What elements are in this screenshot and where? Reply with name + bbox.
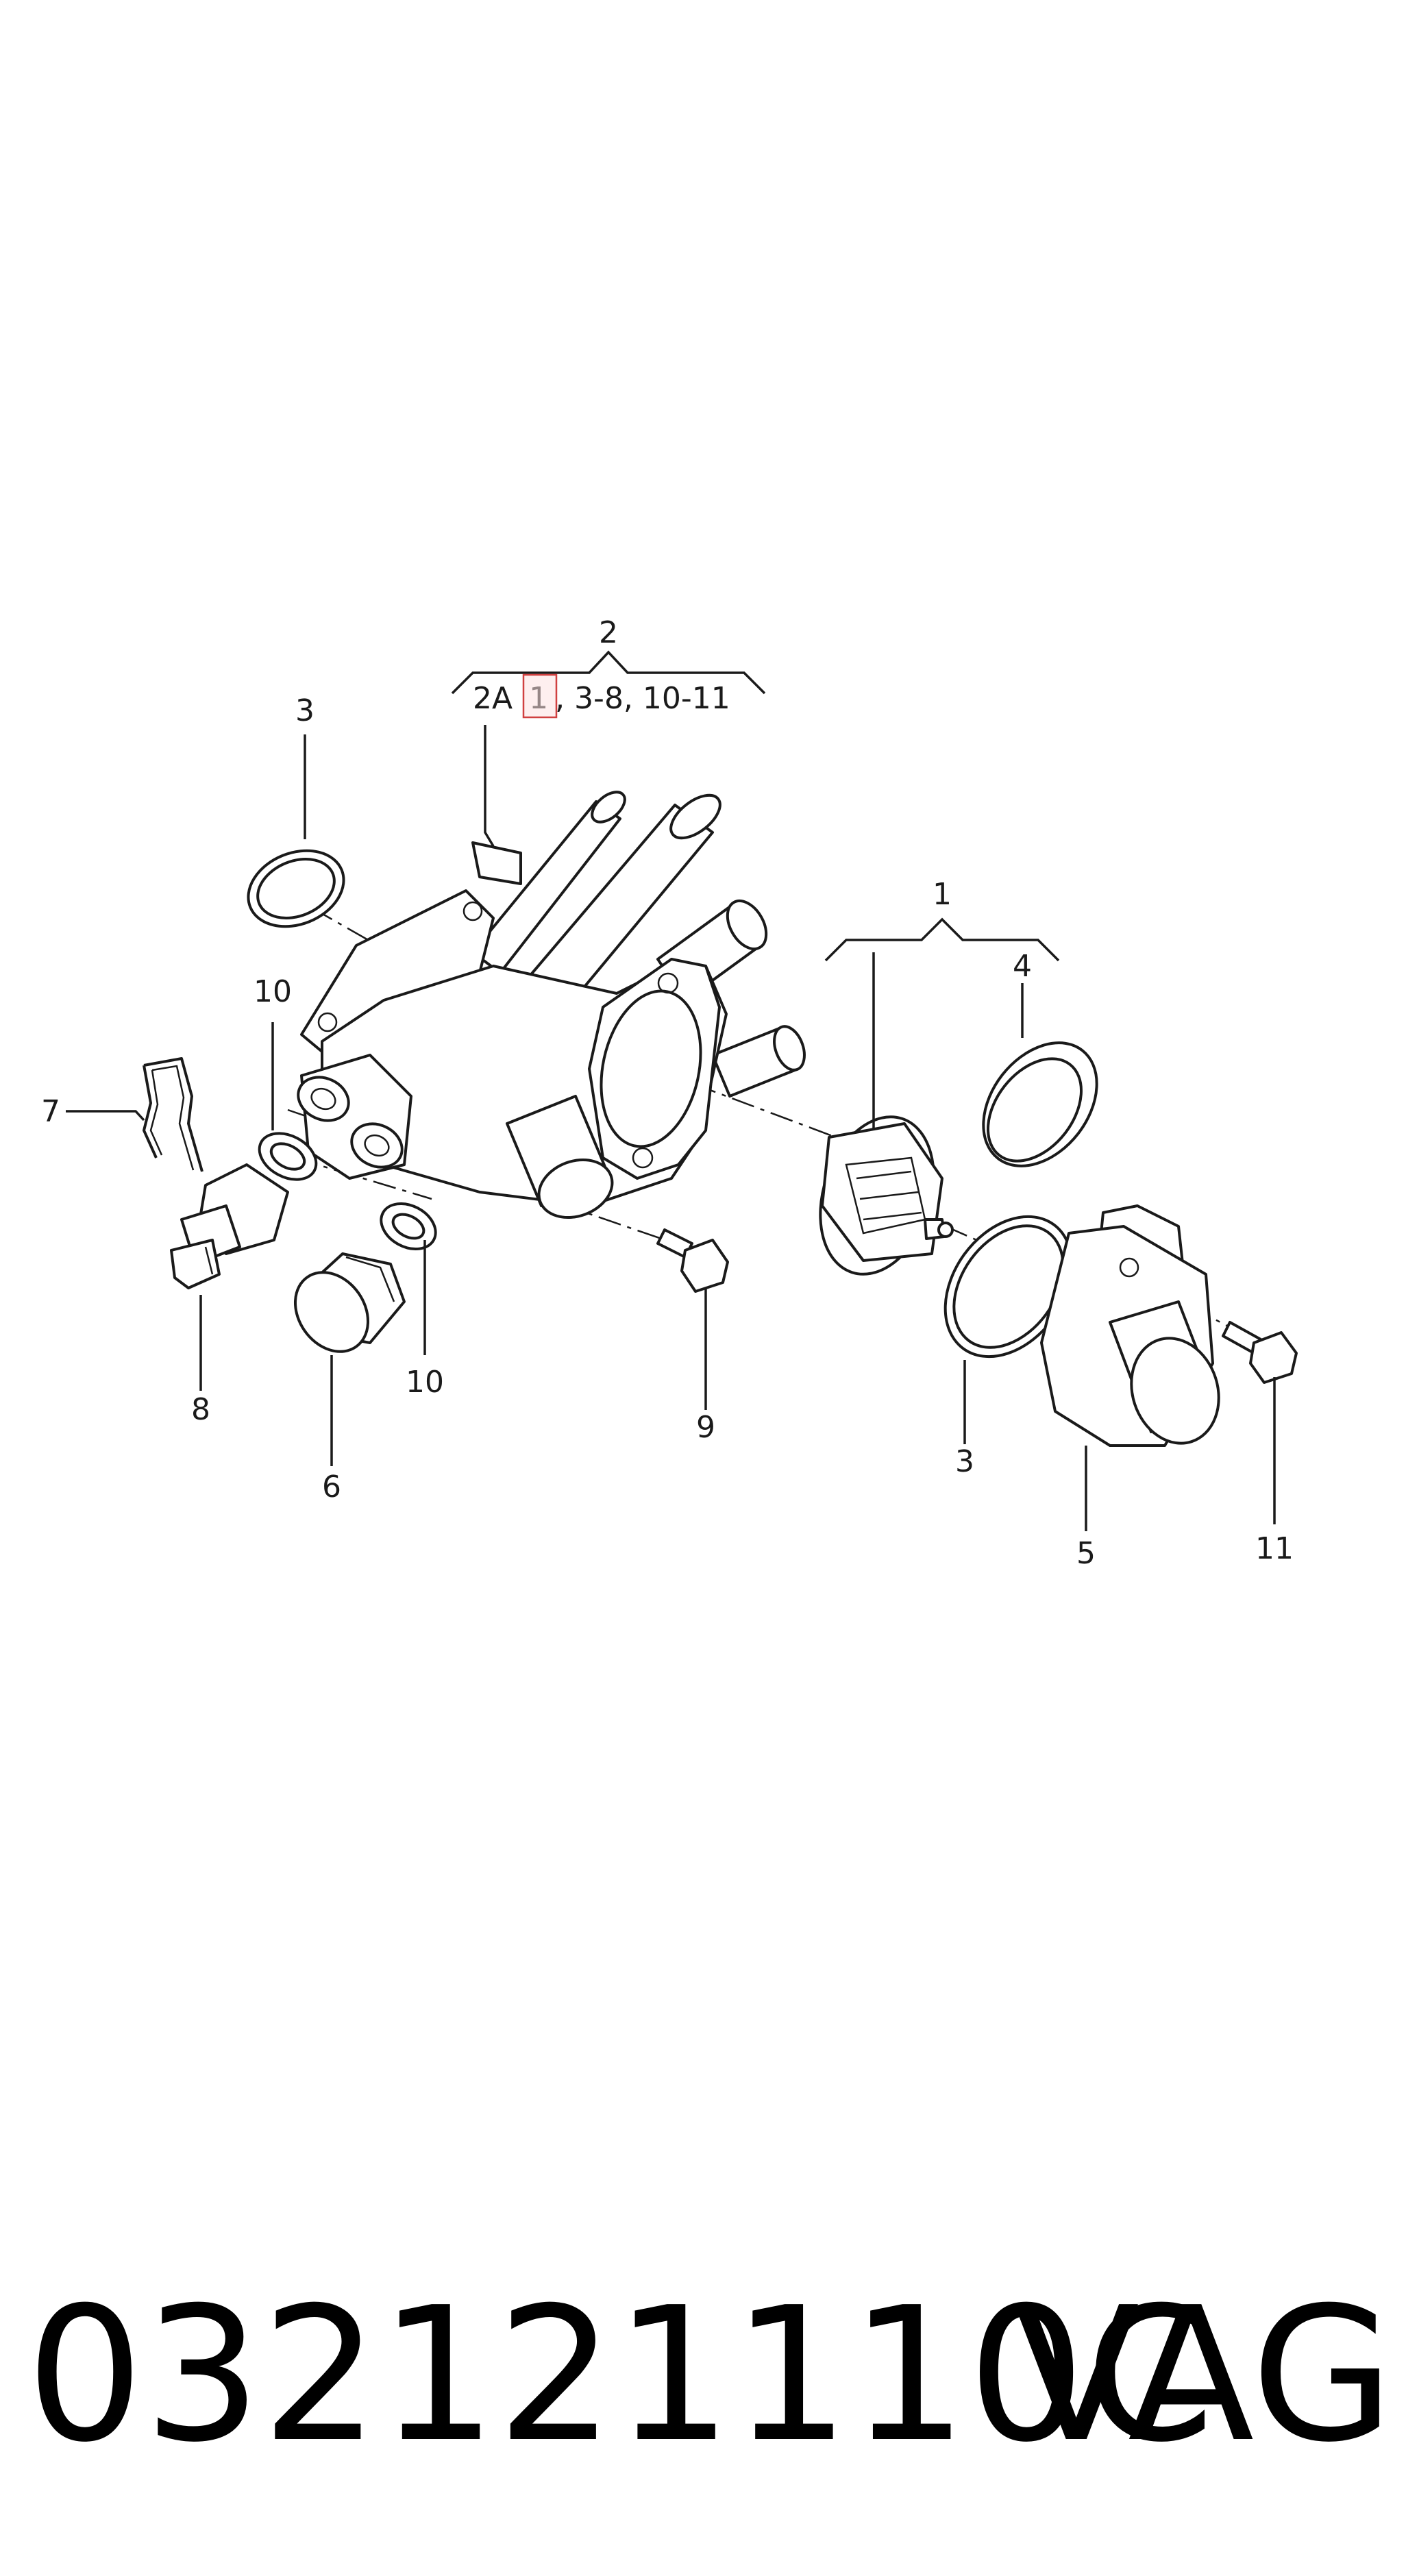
- bolt-center: [656, 1228, 729, 1293]
- seal-ring: [982, 1041, 1098, 1167]
- callout-10-bottom: 10: [406, 1365, 444, 1400]
- thermostat-cover: [1040, 1204, 1220, 1447]
- assembly-ref-suffix: , 3-8, 10-11: [555, 681, 730, 716]
- callout-11: 11: [1255, 1531, 1294, 1566]
- housing-pipe-right-lower: [711, 1025, 806, 1098]
- housing-tab: [471, 841, 522, 885]
- sealing-plug: [293, 1252, 406, 1353]
- callout-3-right: 3: [955, 1444, 974, 1479]
- coolant-flange-housing: [297, 791, 806, 1219]
- callout-4: 4: [1013, 949, 1032, 984]
- assembly-ref-prefix: 2A: [473, 681, 522, 716]
- sealing-washer-left: [258, 1132, 318, 1181]
- brand-name: VAG: [1013, 2267, 1394, 2483]
- callout-9: 9: [696, 1410, 715, 1445]
- sealing-washer-bottom: [380, 1202, 437, 1251]
- part-number: 032121110C: [26, 2267, 1215, 2483]
- callout-8: 8: [191, 1392, 210, 1427]
- assembly-ref-highlight-box: [522, 673, 558, 719]
- retaining-clip: [143, 1057, 203, 1172]
- callout-1: 1: [933, 877, 952, 912]
- housing-outlet-stub: [506, 1095, 614, 1219]
- callout-3-left: 3: [295, 693, 314, 728]
- callout-5: 5: [1076, 1536, 1096, 1571]
- callout-2: 2: [599, 615, 618, 650]
- callout-6: 6: [322, 1470, 341, 1504]
- housing-sensor-ports: [297, 1054, 412, 1180]
- callout-7: 7: [41, 1094, 60, 1129]
- retaining-clip-inner: [149, 1065, 195, 1171]
- callout-10-left: 10: [254, 974, 292, 1009]
- bracket-part-2: [451, 650, 766, 695]
- bracket-part-1: [824, 917, 1060, 962]
- leader-lines: [66, 725, 1276, 1531]
- o-ring-right: [943, 1215, 1074, 1359]
- bolt-right: [1222, 1321, 1298, 1384]
- o-ring-left: [247, 849, 345, 928]
- thermostat: [819, 1115, 954, 1276]
- temperature-sensor: [170, 1163, 289, 1289]
- assembly-reference: 2A 1, 3-8, 10-11: [473, 681, 730, 716]
